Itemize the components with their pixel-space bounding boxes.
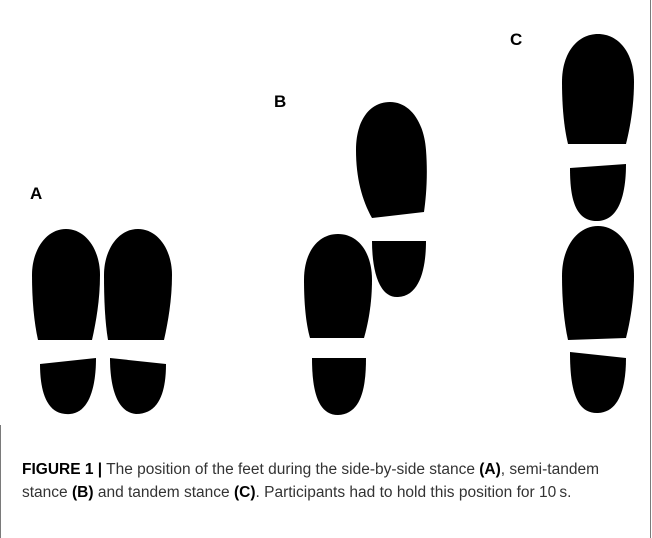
c-bottom-heel: [570, 352, 626, 413]
b-front-heel: [372, 241, 426, 297]
b-back-forefoot: [304, 234, 372, 338]
a-left-heel: [40, 358, 96, 414]
caption-ref-b: (B): [72, 484, 94, 501]
stance-figure: A B C: [0, 0, 650, 425]
caption-text-4: . Participants had to hold this position…: [256, 484, 572, 501]
caption-ref-a: (A): [479, 461, 501, 478]
caption-ref-c: (C): [234, 484, 256, 501]
panel-b-footprints: [304, 102, 427, 415]
caption-text-1: The position of the feet during the side…: [102, 461, 479, 478]
c-bottom-forefoot: [562, 226, 634, 340]
panel-c-footprints: [562, 34, 634, 413]
panel-a-footprints: [32, 229, 172, 414]
b-back-heel: [312, 358, 366, 415]
caption-text-3: and tandem stance: [94, 484, 234, 501]
a-right-forefoot: [104, 229, 172, 340]
a-left-forefoot: [32, 229, 100, 340]
c-top-forefoot: [562, 34, 634, 144]
figure-caption: FIGURE 1 | The position of the feet duri…: [22, 458, 622, 504]
figure-frame-left: [0, 425, 1, 538]
c-top-heel: [570, 164, 626, 221]
a-right-heel: [110, 358, 166, 414]
figure-frame-right: [650, 0, 651, 538]
caption-figure-label: FIGURE 1: [22, 461, 93, 478]
footprints-drawing: [0, 0, 650, 425]
b-front-forefoot: [356, 102, 427, 218]
